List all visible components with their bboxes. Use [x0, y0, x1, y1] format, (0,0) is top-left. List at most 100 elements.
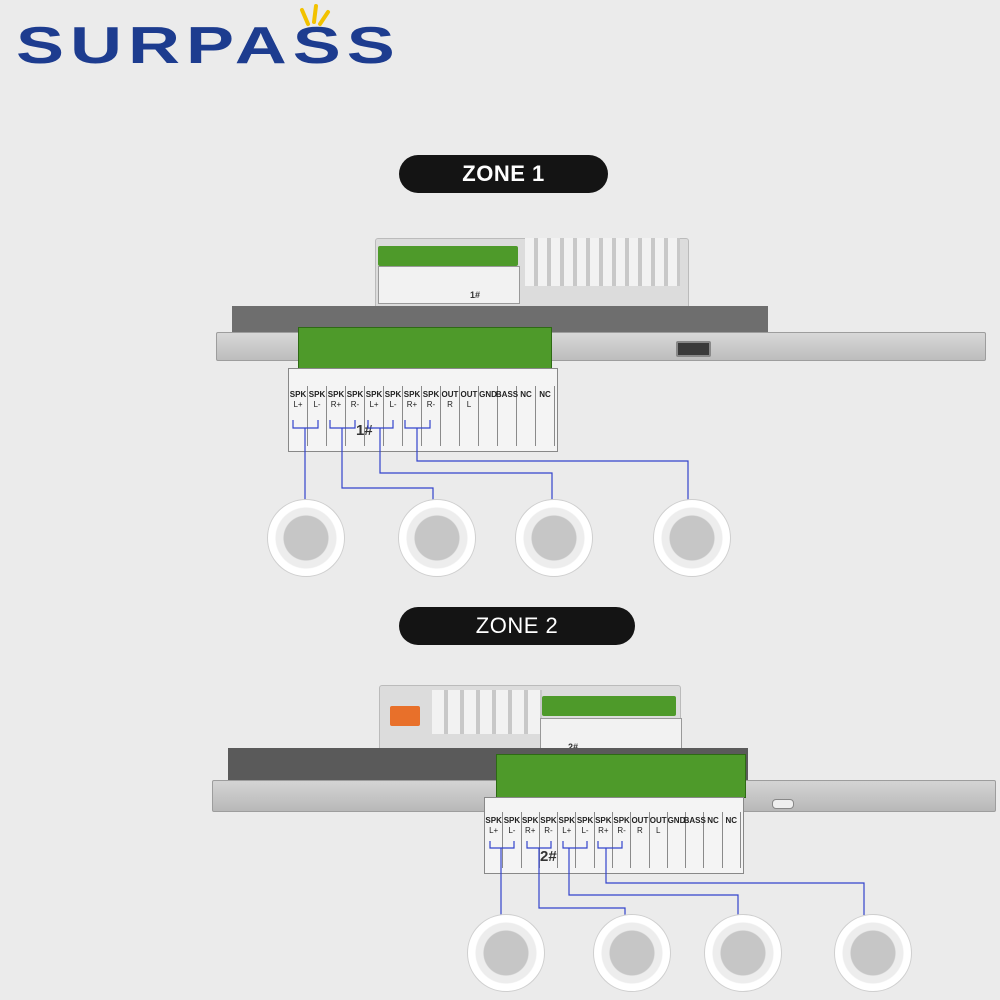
terminal-label-bottom: L- [313, 400, 321, 409]
terminal-label-bottom: L+ [293, 400, 303, 409]
terminal-label-top: SPK [576, 816, 594, 825]
zone-1-rear-label-strip [378, 266, 520, 304]
speaker-icon [834, 914, 912, 992]
terminal-label-bottom: R+ [524, 826, 536, 835]
terminal-label-bottom: R- [544, 826, 553, 835]
terminal-label-bottom: L [466, 400, 472, 409]
terminal-label-top: GND [667, 816, 686, 825]
terminal-label-top: SPK [422, 390, 440, 399]
terminal-label-top: OUT [649, 816, 667, 825]
terminal-label-top: SPK [384, 390, 402, 399]
terminal-label-top: SPK [595, 816, 612, 825]
brand-logo: SURPASS [0, 0, 520, 120]
terminal-label-top: SPK [521, 816, 539, 825]
brand-logo-text: SURPASS [16, 17, 401, 75]
terminal-label-bottom: L- [508, 826, 516, 835]
terminal-label-bottom: L+ [489, 826, 499, 835]
terminal-label-top: SPK [558, 816, 575, 825]
terminal-label-top: SPK [613, 816, 630, 825]
terminal-label-bottom: L- [389, 400, 397, 409]
terminal-label-bottom: R- [350, 400, 360, 409]
speaker-icon [653, 499, 731, 577]
terminal-label-bottom: R+ [330, 400, 342, 409]
terminal-label-top: SPK [365, 390, 383, 399]
terminal-label-bottom: R+ [598, 826, 609, 835]
zone-2-rear-terminals [542, 696, 676, 716]
terminal-label-bottom: L- [581, 826, 589, 835]
terminal-label-top: SPK [308, 390, 326, 399]
zone-2-module-number: 2# [540, 848, 557, 865]
terminal-label-bottom: L+ [562, 826, 572, 835]
speaker-icon [593, 914, 671, 992]
zone-1-rear-module-number: 1# [470, 290, 481, 300]
logo-spark-icon [300, 4, 330, 26]
terminal-label-top: GND [479, 390, 497, 399]
terminal-label-bottom: L+ [369, 400, 379, 409]
terminal-label-top: NC [539, 390, 551, 399]
zone-2-rear-vents [432, 690, 542, 734]
speaker-icon [704, 914, 782, 992]
terminal-label-bottom: R- [426, 400, 436, 409]
zone-2-title: ZONE 2 [399, 607, 635, 645]
terminal-label-top: SPK [485, 816, 502, 825]
zone-1-rear-terminals [378, 246, 518, 266]
zone-1-rear-vents [525, 238, 680, 286]
zone-2-button-icon [772, 799, 794, 809]
terminal-label-top: SPK [403, 390, 421, 399]
terminal-label-top: SPK [346, 390, 364, 399]
terminal-label-bottom: R+ [406, 400, 418, 409]
zone-1-label-strip [288, 368, 558, 452]
zone-1-usb-port-icon [676, 341, 711, 357]
speaker-icon [398, 499, 476, 577]
terminal-label-cell: BASS [496, 386, 518, 446]
speaker-icon [467, 914, 545, 992]
terminal-label-bottom: R [637, 826, 643, 835]
terminal-label-top: OUT [460, 390, 478, 399]
terminal-label-cell: NC [723, 812, 741, 868]
terminal-label-top: NC [520, 390, 532, 399]
terminal-label-top: SPK [289, 390, 307, 399]
zone-1-terminal-block [298, 327, 552, 369]
speaker-icon [267, 499, 345, 577]
terminal-label-cell: NC [536, 386, 555, 446]
terminal-label-bottom: L [655, 826, 661, 835]
terminal-label-top: SPK [540, 816, 557, 825]
terminal-label-top: BASS [683, 816, 706, 825]
terminal-label-cell: GND [667, 812, 687, 868]
terminal-label-top: SPK [327, 390, 345, 399]
terminal-label-top: OUT [441, 390, 459, 399]
zone-2-rear-module-number: 2# [568, 742, 579, 752]
terminal-label-top: SPK [503, 816, 521, 825]
terminal-label-top: NC [707, 816, 719, 825]
terminal-label-cell: GND [479, 386, 498, 446]
terminal-label-cell: NC [704, 812, 723, 868]
terminal-label-cell: BASS [683, 812, 706, 868]
terminal-label-top: NC [725, 816, 738, 825]
terminal-label-bottom: R [447, 400, 453, 409]
terminal-label-top: OUT [631, 816, 649, 825]
terminal-label-bottom: R- [617, 826, 626, 835]
speaker-icon [515, 499, 593, 577]
